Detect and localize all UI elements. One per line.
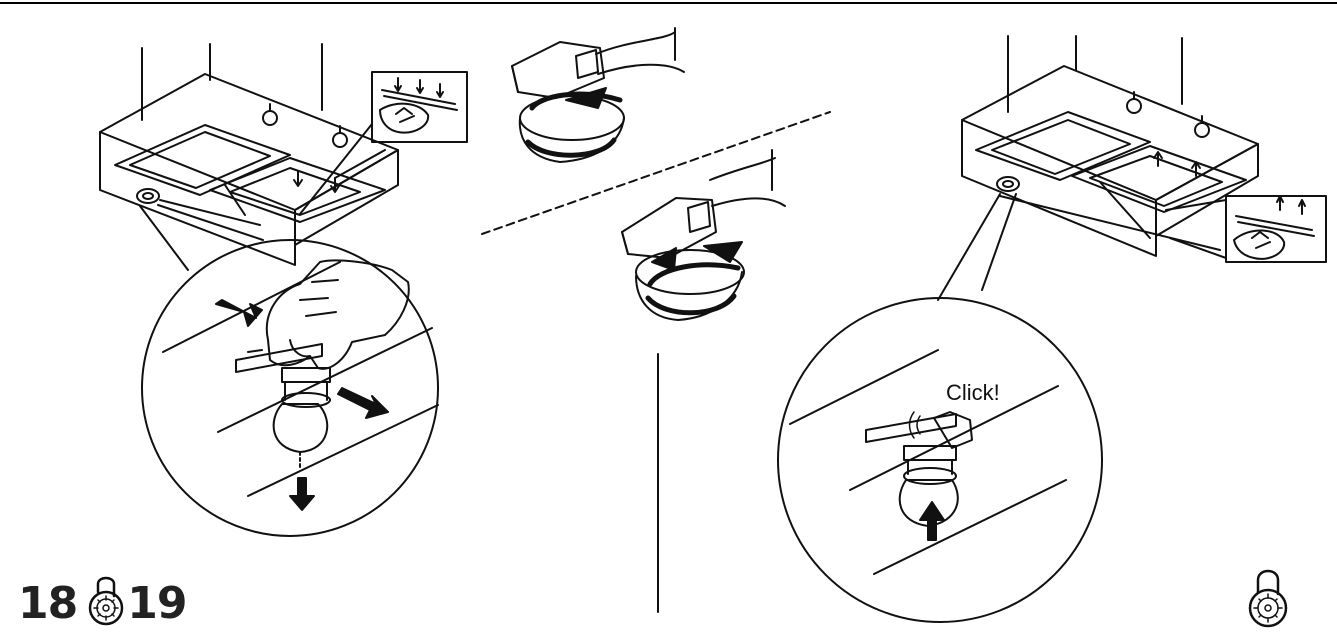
click-callout: Click! [946,380,1000,405]
bulb-rotate-install-illustration [621,149,786,321]
page-number-right: 19 [127,578,187,629]
lock-spacer [79,578,125,624]
section-divider-dashed [481,111,831,235]
combination-lock-icon [88,576,124,626]
bulb-rotate-remove-illustration [511,27,685,163]
top-rule [0,2,1337,4]
page-number-left: 18 [18,578,78,629]
hood-left-illustration [99,43,468,537]
combination-lock-icon [1248,569,1288,628]
hood-right-illustration [777,35,1327,623]
